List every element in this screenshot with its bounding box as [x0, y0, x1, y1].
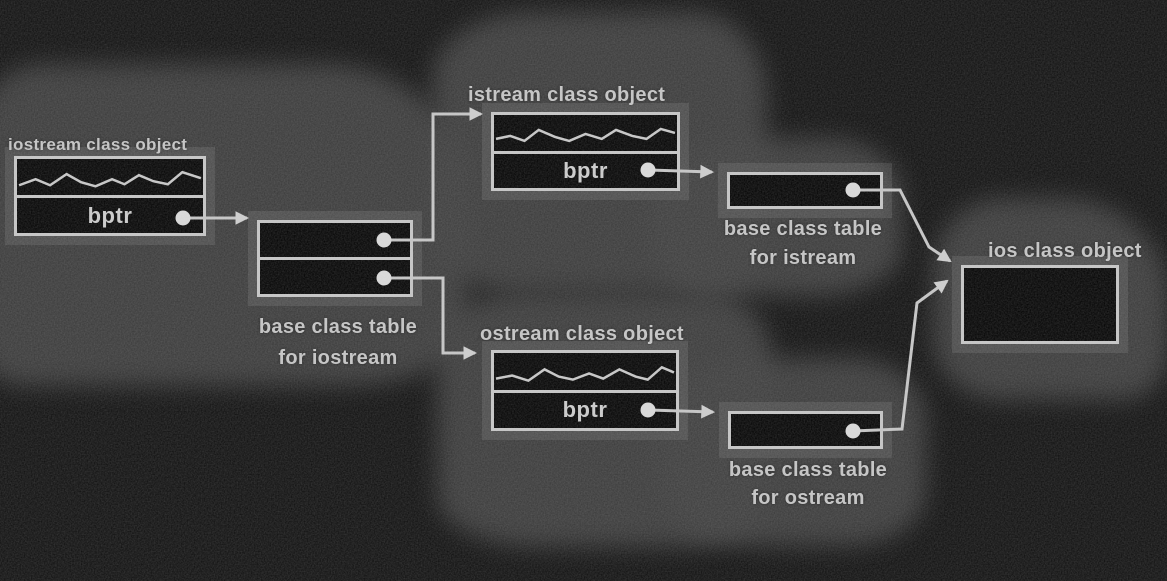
node-base-class-table-istream: [727, 172, 883, 209]
node-base-class-table-iostream: [257, 220, 413, 297]
label-base-class-table-ostream: base class table for ostream: [708, 456, 908, 512]
table-slot: [260, 260, 410, 294]
label-ios-class-object: ios class object: [988, 240, 1142, 262]
label-iostream-class-object: iostream class object: [8, 135, 188, 154]
table-slot: [731, 414, 880, 446]
label-base-class-table-istream: base class table for istream: [705, 215, 901, 273]
member-data-squiggle: [494, 353, 676, 393]
squiggle-line-icon: [494, 115, 677, 151]
node-ios-class-object: [961, 265, 1119, 344]
member-data-squiggle: [494, 115, 677, 154]
scan-blob-ostream-table: [658, 358, 926, 546]
label-line: for iostream: [278, 347, 398, 369]
label-line: for istream: [749, 247, 857, 269]
member-data-squiggle: [17, 159, 203, 199]
label-line: for ostream: [751, 487, 865, 509]
bptr-field: bptr: [563, 157, 608, 183]
bptr-field: bptr: [562, 397, 608, 423]
squiggle-line-icon: [17, 159, 203, 195]
squiggle-line-icon: [494, 353, 676, 390]
node-iostream-class-object: bptr: [14, 156, 206, 236]
label-ostream-class-object: ostream class object: [480, 323, 684, 345]
label-istream-class-object: istream class object: [468, 84, 666, 106]
node-base-class-table-ostream: [728, 411, 883, 449]
node-istream-class-object: bptr: [491, 112, 680, 191]
table-slot: [260, 223, 410, 257]
label-line: base class table: [723, 218, 883, 240]
label-line: base class table: [728, 459, 888, 481]
bptr-field: bptr: [87, 202, 133, 228]
label-line: base class table: [258, 316, 418, 338]
table-slot: [730, 175, 880, 206]
node-ostream-class-object: bptr: [491, 350, 679, 431]
label-base-class-table-iostream: base class table for iostream: [238, 312, 438, 374]
